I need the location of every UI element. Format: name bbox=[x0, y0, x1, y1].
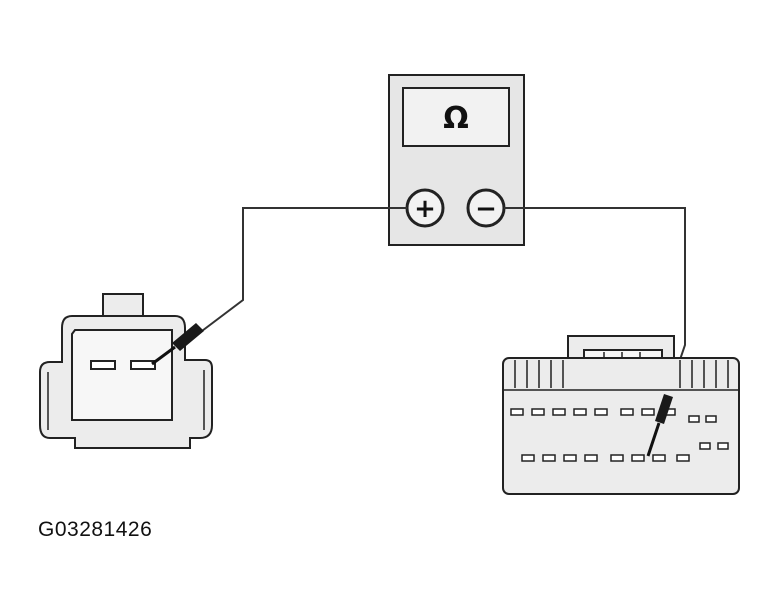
meter-display bbox=[402, 87, 510, 147]
module-pin-row-upper bbox=[510, 408, 717, 423]
probe-tip bbox=[151, 345, 176, 366]
sensor-pin-1 bbox=[90, 360, 116, 370]
module-pin-row-lower bbox=[521, 442, 729, 462]
sensor-connector-face bbox=[71, 329, 173, 421]
test-probe-icon bbox=[151, 323, 204, 366]
test-probe-icon bbox=[646, 394, 673, 457]
positive-test-lead bbox=[189, 207, 407, 341]
sensor-connector-latch bbox=[102, 293, 144, 317]
module-connector bbox=[502, 335, 740, 495]
probe-handle bbox=[655, 394, 673, 424]
meter-display-symbol: Ω bbox=[443, 101, 469, 136]
probe-handle bbox=[172, 323, 204, 351]
positive-terminal-symbol: + bbox=[414, 194, 436, 224]
probe-tip bbox=[646, 422, 661, 457]
sensor-pin-2 bbox=[130, 360, 156, 370]
figure-id: G03281426 bbox=[38, 518, 153, 541]
negative-terminal-symbol: − bbox=[475, 194, 497, 224]
sensor-connector bbox=[39, 293, 213, 449]
module-connector-ribs bbox=[514, 360, 729, 388]
ohmmeter: Ω + − bbox=[388, 74, 525, 246]
